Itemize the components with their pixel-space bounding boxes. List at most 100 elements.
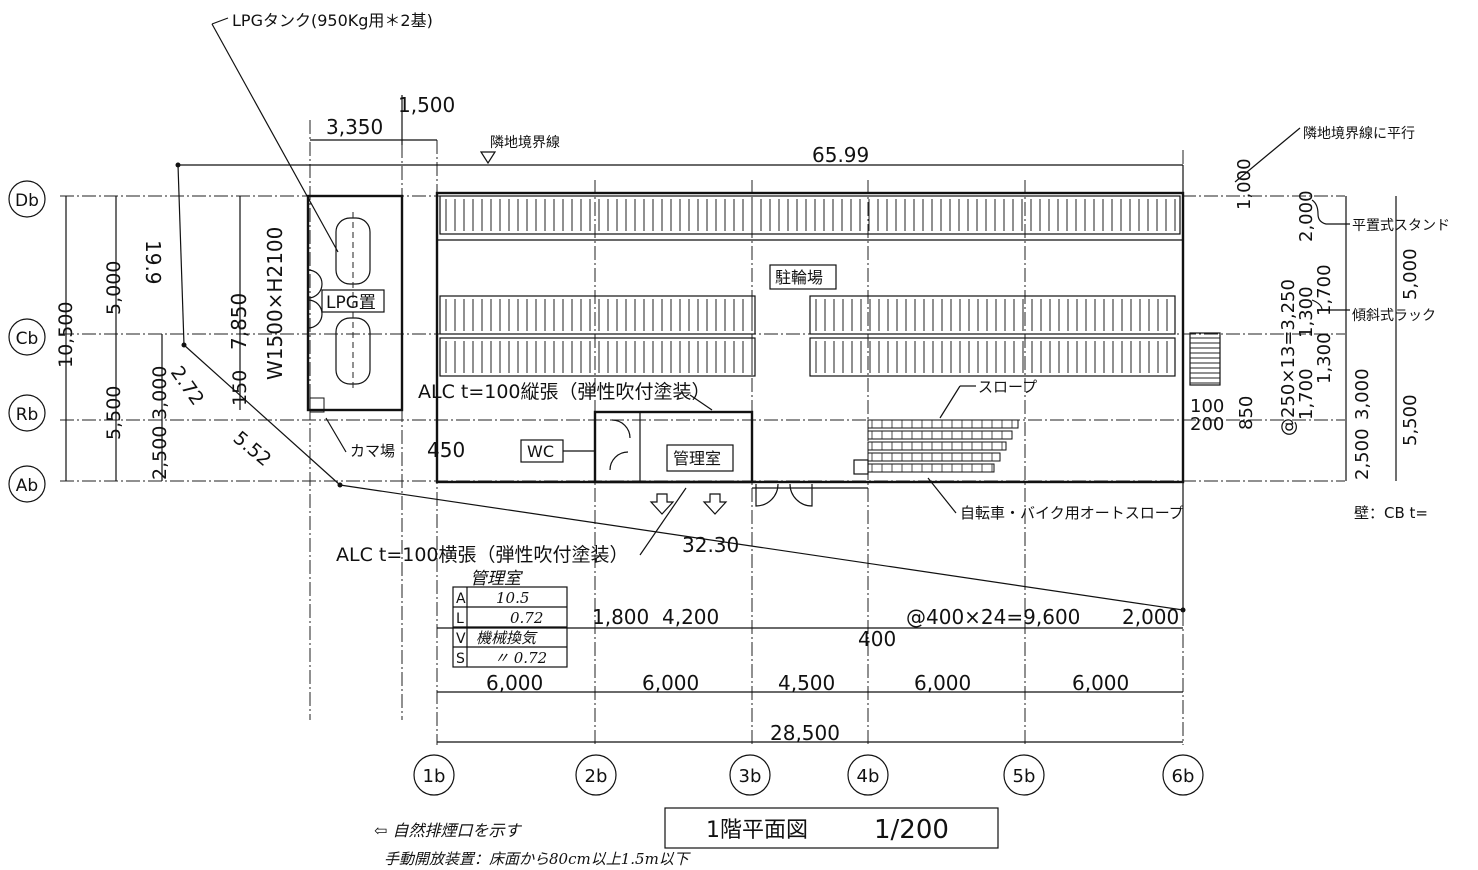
stair xyxy=(1189,332,1221,386)
dim-span-3: 4,500 xyxy=(778,671,835,695)
slope-stripe xyxy=(867,452,1001,462)
dim-w1500h2100: W1500×H2100 xyxy=(263,227,287,380)
wc-label: WC xyxy=(527,442,554,461)
schedule-title: 管理室 xyxy=(470,569,524,589)
dimensions: 3,350 1,500 65.99 19.9 7,850 W1500×H2100… xyxy=(55,93,1421,745)
schedule-key-s: S xyxy=(456,651,465,667)
bicycle-racks xyxy=(439,195,1181,377)
dim-100: 100 xyxy=(1190,396,1224,417)
drawing-title: 1階平面図 xyxy=(706,818,808,843)
dim-span-4: 6,000 xyxy=(914,671,971,695)
office-label: 管理室 xyxy=(673,449,721,468)
dim-2500-left: 2,500 xyxy=(149,426,171,480)
labels: 隣地境界線 隣地境界線に平行 平置式スタンド 傾斜式ラック 駐輪場 ALC t=… xyxy=(325,126,1450,566)
schedule-val-s: 〃 0.72 xyxy=(494,649,547,667)
dim-1800: 1,800 xyxy=(592,605,649,629)
office-block: WC 管理室 xyxy=(520,410,868,515)
dim-400: 400 xyxy=(858,627,896,651)
schedule-val-v: 機械換気 xyxy=(476,629,538,647)
dim-3000-right: 3,000 xyxy=(1352,368,1373,420)
schedule-val-a: 10.5 xyxy=(496,589,529,607)
wall-label: 壁：CB t= xyxy=(1354,504,1428,522)
grid-lines xyxy=(60,100,1345,745)
axis-col-5b: 5b xyxy=(1013,766,1036,787)
dim-7850: 7,850 xyxy=(227,293,251,350)
rack-band xyxy=(439,195,1181,235)
dim-1700: 1,700 xyxy=(1314,264,1335,316)
dim-total: 28,500 xyxy=(770,721,840,745)
dim-3000-left: 3,000 xyxy=(149,366,171,420)
slope-label: スロープ xyxy=(978,378,1037,396)
axis-row-ab: Ab xyxy=(16,476,38,496)
schedule-key-l: L xyxy=(456,611,464,627)
axis-col-3b: 3b xyxy=(739,766,762,787)
lpg-room-label: LPG置 xyxy=(326,293,376,313)
slope-stripe xyxy=(867,441,1007,451)
slope-stripe xyxy=(867,419,1019,429)
dim-3350: 3,350 xyxy=(326,115,383,139)
rack-band xyxy=(809,295,1176,335)
axis-col-1b: 1b xyxy=(423,766,446,787)
dim-552: 5.52 xyxy=(229,427,276,471)
rack-band xyxy=(809,337,1176,377)
alc-vertical-label: ALC t=100縦張（弾性吹付塗装） xyxy=(418,380,711,403)
row-axis-markers: Db Cb Rb Ab xyxy=(8,180,46,503)
schedule-key-a: A xyxy=(456,591,466,607)
dim-5500-right: 5,500 xyxy=(1400,394,1421,446)
parking-label: 駐輪場 xyxy=(775,268,823,287)
axis-row-rb: Rb xyxy=(16,405,39,425)
dim-3230: 32.30 xyxy=(682,533,739,557)
dim-272: 2.72 xyxy=(166,362,208,409)
bike-slope-label: 自転車・バイク用オートスロープ xyxy=(960,504,1184,522)
legend-manual-open: 手動開放装置：床面から80cm以上1.5m以下 xyxy=(384,850,692,868)
dim-2500-right: 2,500 xyxy=(1352,428,1373,480)
slope-stripe xyxy=(867,463,995,473)
dim-199: 19.9 xyxy=(141,240,165,285)
legend-smoke-vent: ⇦ 自然排煙口を示す xyxy=(374,821,522,840)
auto-slope xyxy=(853,419,1019,475)
dim-pitch: @400×24=9,600 xyxy=(906,605,1080,629)
rack-band xyxy=(439,295,756,335)
dim-span-2: 6,000 xyxy=(642,671,699,695)
schedule-key-v: V xyxy=(456,631,466,647)
dim-1500: 1,500 xyxy=(398,93,455,117)
slope-stripe xyxy=(867,430,1013,440)
dim-2000-bottom: 2,000 xyxy=(1122,605,1179,629)
dim-1000-right: 1,000 xyxy=(1234,158,1255,210)
axis-row-db: Db xyxy=(15,191,39,211)
axis-col-6b: 6b xyxy=(1172,766,1195,787)
column-axis-markers: 1b 2b 3b 4b 5b 6b xyxy=(413,754,1204,796)
rack-band xyxy=(439,337,756,377)
dim-5500-left: 5,500 xyxy=(103,386,125,440)
dim-1300b: 1,300 xyxy=(1314,332,1335,384)
dim-200: 200 xyxy=(1190,414,1224,435)
kama-angle: 450 xyxy=(427,438,465,462)
dim-span-1: 6,000 xyxy=(486,671,543,695)
alc-horizontal-label: ALC t=100横張（弾性吹付塗装） xyxy=(336,543,629,566)
axis-col-4b: 4b xyxy=(857,766,880,787)
dim-5000-left: 5,000 xyxy=(103,261,125,315)
boundary-parallel-label: 隣地境界線に平行 xyxy=(1303,126,1415,142)
flat-stand-label: 平置式スタンド xyxy=(1352,218,1450,234)
dim-1700b: 1,700 xyxy=(1296,368,1317,420)
dim-2000-right: 2,000 xyxy=(1296,190,1317,242)
lpg-tank-label: LPGタンク(950Kg用＊2基) xyxy=(232,11,433,30)
inclined-rack-label: 傾斜式ラック xyxy=(1352,308,1436,324)
dim-5000-right: 5,000 xyxy=(1400,248,1421,300)
boundary-label: 隣地境界線 xyxy=(490,135,560,151)
dim-6599: 65.99 xyxy=(812,143,869,167)
dim-4200: 4,200 xyxy=(662,605,719,629)
axis-row-cb: Cb xyxy=(16,329,39,349)
dim-3250: @250×13=3,250 xyxy=(1278,279,1299,436)
lpg-enclosure: LPG置 xyxy=(306,194,404,413)
schedule-val-l: 0.72 xyxy=(510,609,543,627)
kama-label: カマ場 xyxy=(350,442,395,460)
room-schedule: 管理室 A 10.5 L 0.72 V 機械換気 S 〃 0.72 xyxy=(452,569,568,668)
dim-1300: 1,300 xyxy=(1296,286,1317,338)
axis-col-2b: 2b xyxy=(585,766,608,787)
drawing-scale: 1/200 xyxy=(874,815,949,845)
dim-span-5: 6,000 xyxy=(1072,671,1129,695)
main-building xyxy=(435,191,1185,484)
title-block: 1階平面図 1/200 xyxy=(664,807,999,849)
